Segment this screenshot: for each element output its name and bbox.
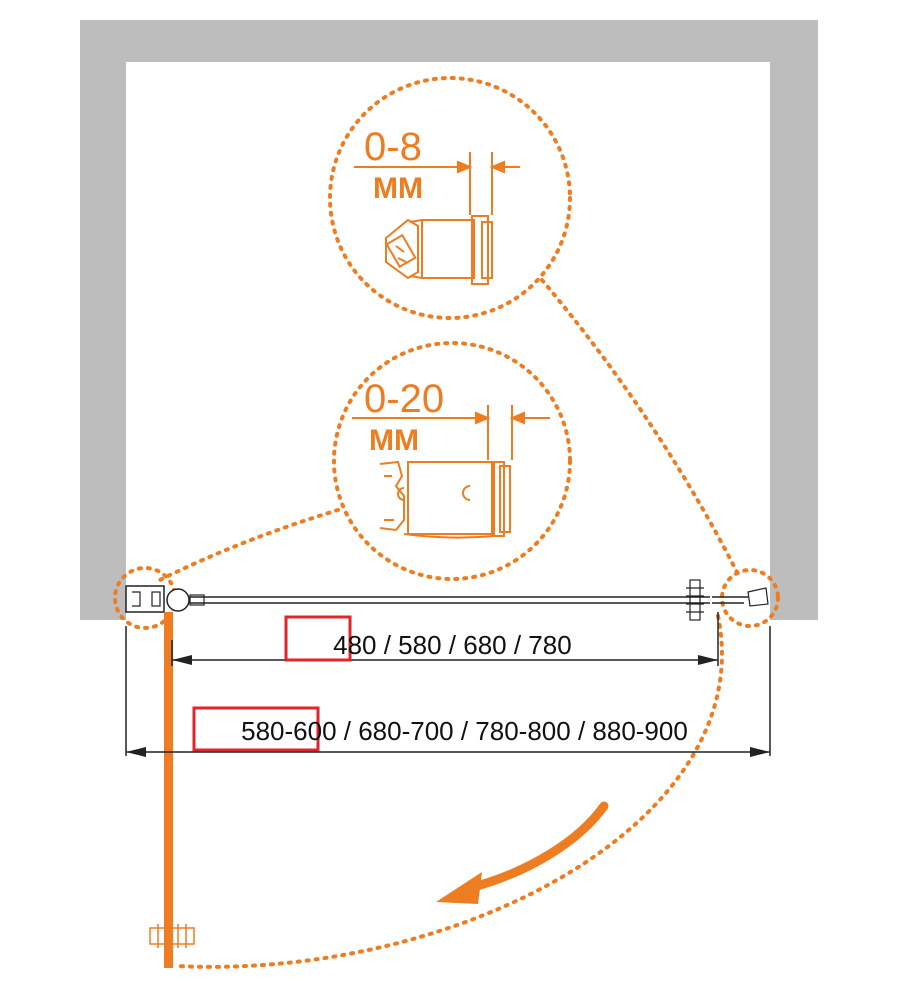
pivot-highlight-right (720, 568, 780, 628)
door-handle-open (149, 924, 195, 948)
door-swing-path (174, 614, 724, 969)
door-open-glass (164, 612, 173, 968)
opening-width-highlight-box (192, 706, 320, 752)
detail-circle-top: 0-8 ММ (328, 76, 572, 320)
detail-bottom-dimension-mark (352, 405, 550, 460)
connector-line-top (540, 278, 742, 580)
detail-top-range: 0-8 (364, 125, 422, 169)
door-width-highlight-box (284, 615, 352, 662)
detail-bottom-range: 0-20 (364, 377, 444, 421)
door-handle-closed (686, 579, 704, 621)
detail-top-unit: ММ (373, 172, 423, 205)
detail-top-dimension-mark (354, 152, 520, 215)
door-width-label: 480 / 580 / 680 / 780 (297, 630, 593, 660)
connector-line-bottom (158, 508, 340, 582)
swing-direction-arrow (436, 801, 609, 904)
detail-bottom-profile-drawing (379, 460, 511, 539)
opening-width-highlighted-value: 580-600 (241, 716, 336, 746)
detail-top-profile-drawing (385, 215, 493, 285)
detail-circle-bottom: 0-20 ММ (332, 341, 572, 581)
door-width-other-values: / 580 / 680 / 780 (377, 630, 572, 660)
door-closed (125, 579, 769, 621)
wall-niche (80, 20, 818, 620)
door-width-highlighted-value: 480 (333, 630, 376, 660)
detail-bottom-unit: ММ (369, 424, 419, 457)
opening-width-label: 580-600 / 680-700 / 780-800 / 880-900 (205, 716, 710, 746)
opening-width-other-values: / 680-700 / 780-800 / 880-900 (337, 716, 688, 746)
